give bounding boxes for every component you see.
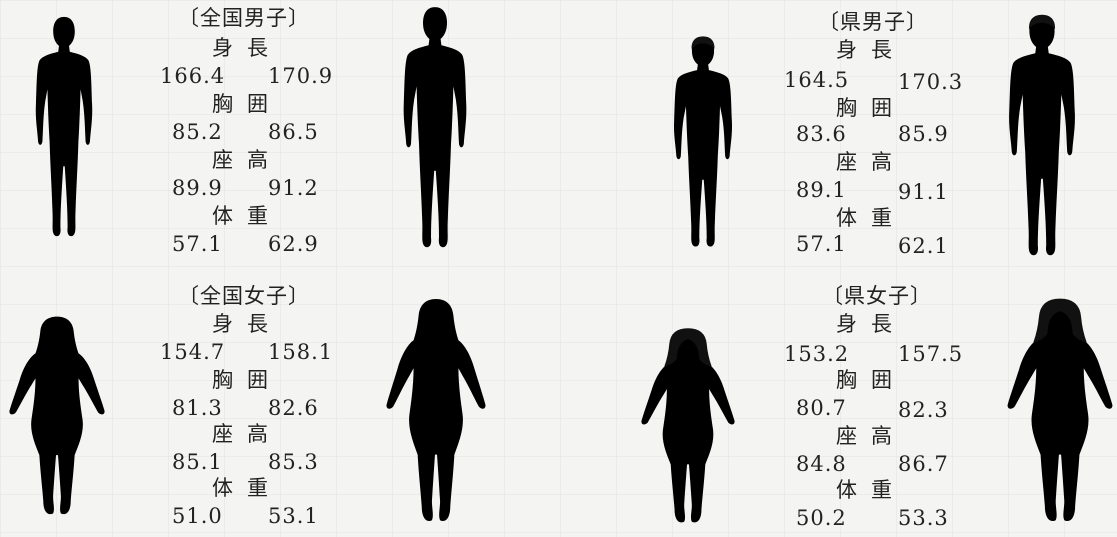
metric-label-height: 身長 [212, 38, 282, 59]
value-prefecture: 53.3 [898, 508, 949, 529]
female-silhouette-icon [640, 326, 736, 532]
value-national: 81.3 [172, 398, 223, 419]
value-prefecture: 86.5 [268, 122, 319, 143]
value-prefecture: 85.9 [898, 124, 949, 145]
metric-label-weight: 体重 [212, 478, 282, 499]
value-prefecture: 53.1 [268, 506, 319, 527]
value-national: 83.6 [796, 124, 847, 145]
value-national: 154.7 [160, 342, 225, 363]
value-national: 57.1 [796, 234, 847, 255]
value-national: 89.1 [796, 180, 847, 201]
metric-label-weight: 体重 [836, 480, 906, 501]
value-national: 85.1 [172, 452, 223, 473]
value-prefecture: 82.6 [268, 398, 319, 419]
value-national: 84.8 [796, 454, 847, 475]
metric-label-weight: 体重 [212, 206, 282, 227]
metric-label-chest: 胸囲 [836, 370, 906, 391]
group-title: 〔全国男子〕 [178, 8, 310, 29]
male-silhouette-large-icon [1000, 12, 1084, 266]
value-prefecture: 86.7 [898, 454, 949, 475]
value-national: 80.7 [796, 398, 847, 419]
male-silhouette-icon [666, 34, 740, 256]
value-prefecture: 91.2 [268, 178, 319, 199]
metric-label-sitting-height: 座高 [836, 426, 906, 447]
group-title: 〔県女子〕 [822, 286, 932, 307]
metric-label-sitting-height: 座高 [212, 424, 282, 445]
value-prefecture: 170.9 [268, 66, 333, 87]
value-national: 153.2 [784, 344, 849, 365]
value-national: 166.4 [160, 66, 225, 87]
group-title: 〔県男子〕 [818, 12, 928, 33]
metric-label-height: 身長 [836, 40, 906, 61]
metric-label-chest: 胸囲 [836, 98, 906, 119]
female-silhouette-large-icon [1006, 296, 1114, 532]
value-national: 50.2 [796, 508, 847, 529]
value-prefecture: 62.9 [268, 234, 319, 255]
value-national: 89.9 [172, 178, 223, 199]
value-prefecture: 82.3 [898, 400, 949, 421]
value-national: 57.1 [172, 234, 223, 255]
metric-label-height: 身長 [836, 314, 906, 335]
value-prefecture: 62.1 [898, 236, 949, 257]
value-prefecture: 85.3 [268, 452, 319, 473]
metric-label-weight: 体重 [836, 208, 906, 229]
value-prefecture: 91.1 [898, 182, 949, 203]
group-title: 〔全国女子〕 [178, 286, 310, 307]
value-prefecture: 158.1 [268, 342, 333, 363]
female-silhouette-large-icon [385, 296, 487, 532]
value-national: 164.5 [784, 70, 849, 91]
value-national: 85.2 [172, 122, 223, 143]
metric-label-sitting-height: 座高 [836, 152, 906, 173]
male-silhouette-large-icon [395, 4, 475, 258]
metric-label-chest: 胸囲 [212, 94, 282, 115]
metric-label-sitting-height: 座高 [212, 150, 282, 171]
value-prefecture: 170.3 [898, 72, 963, 93]
metric-label-chest: 胸囲 [212, 370, 282, 391]
female-silhouette-icon [8, 314, 106, 524]
value-national: 51.0 [172, 506, 223, 527]
value-prefecture: 157.5 [898, 344, 963, 365]
male-silhouette-icon [28, 14, 100, 246]
metric-label-height: 身長 [212, 314, 282, 335]
